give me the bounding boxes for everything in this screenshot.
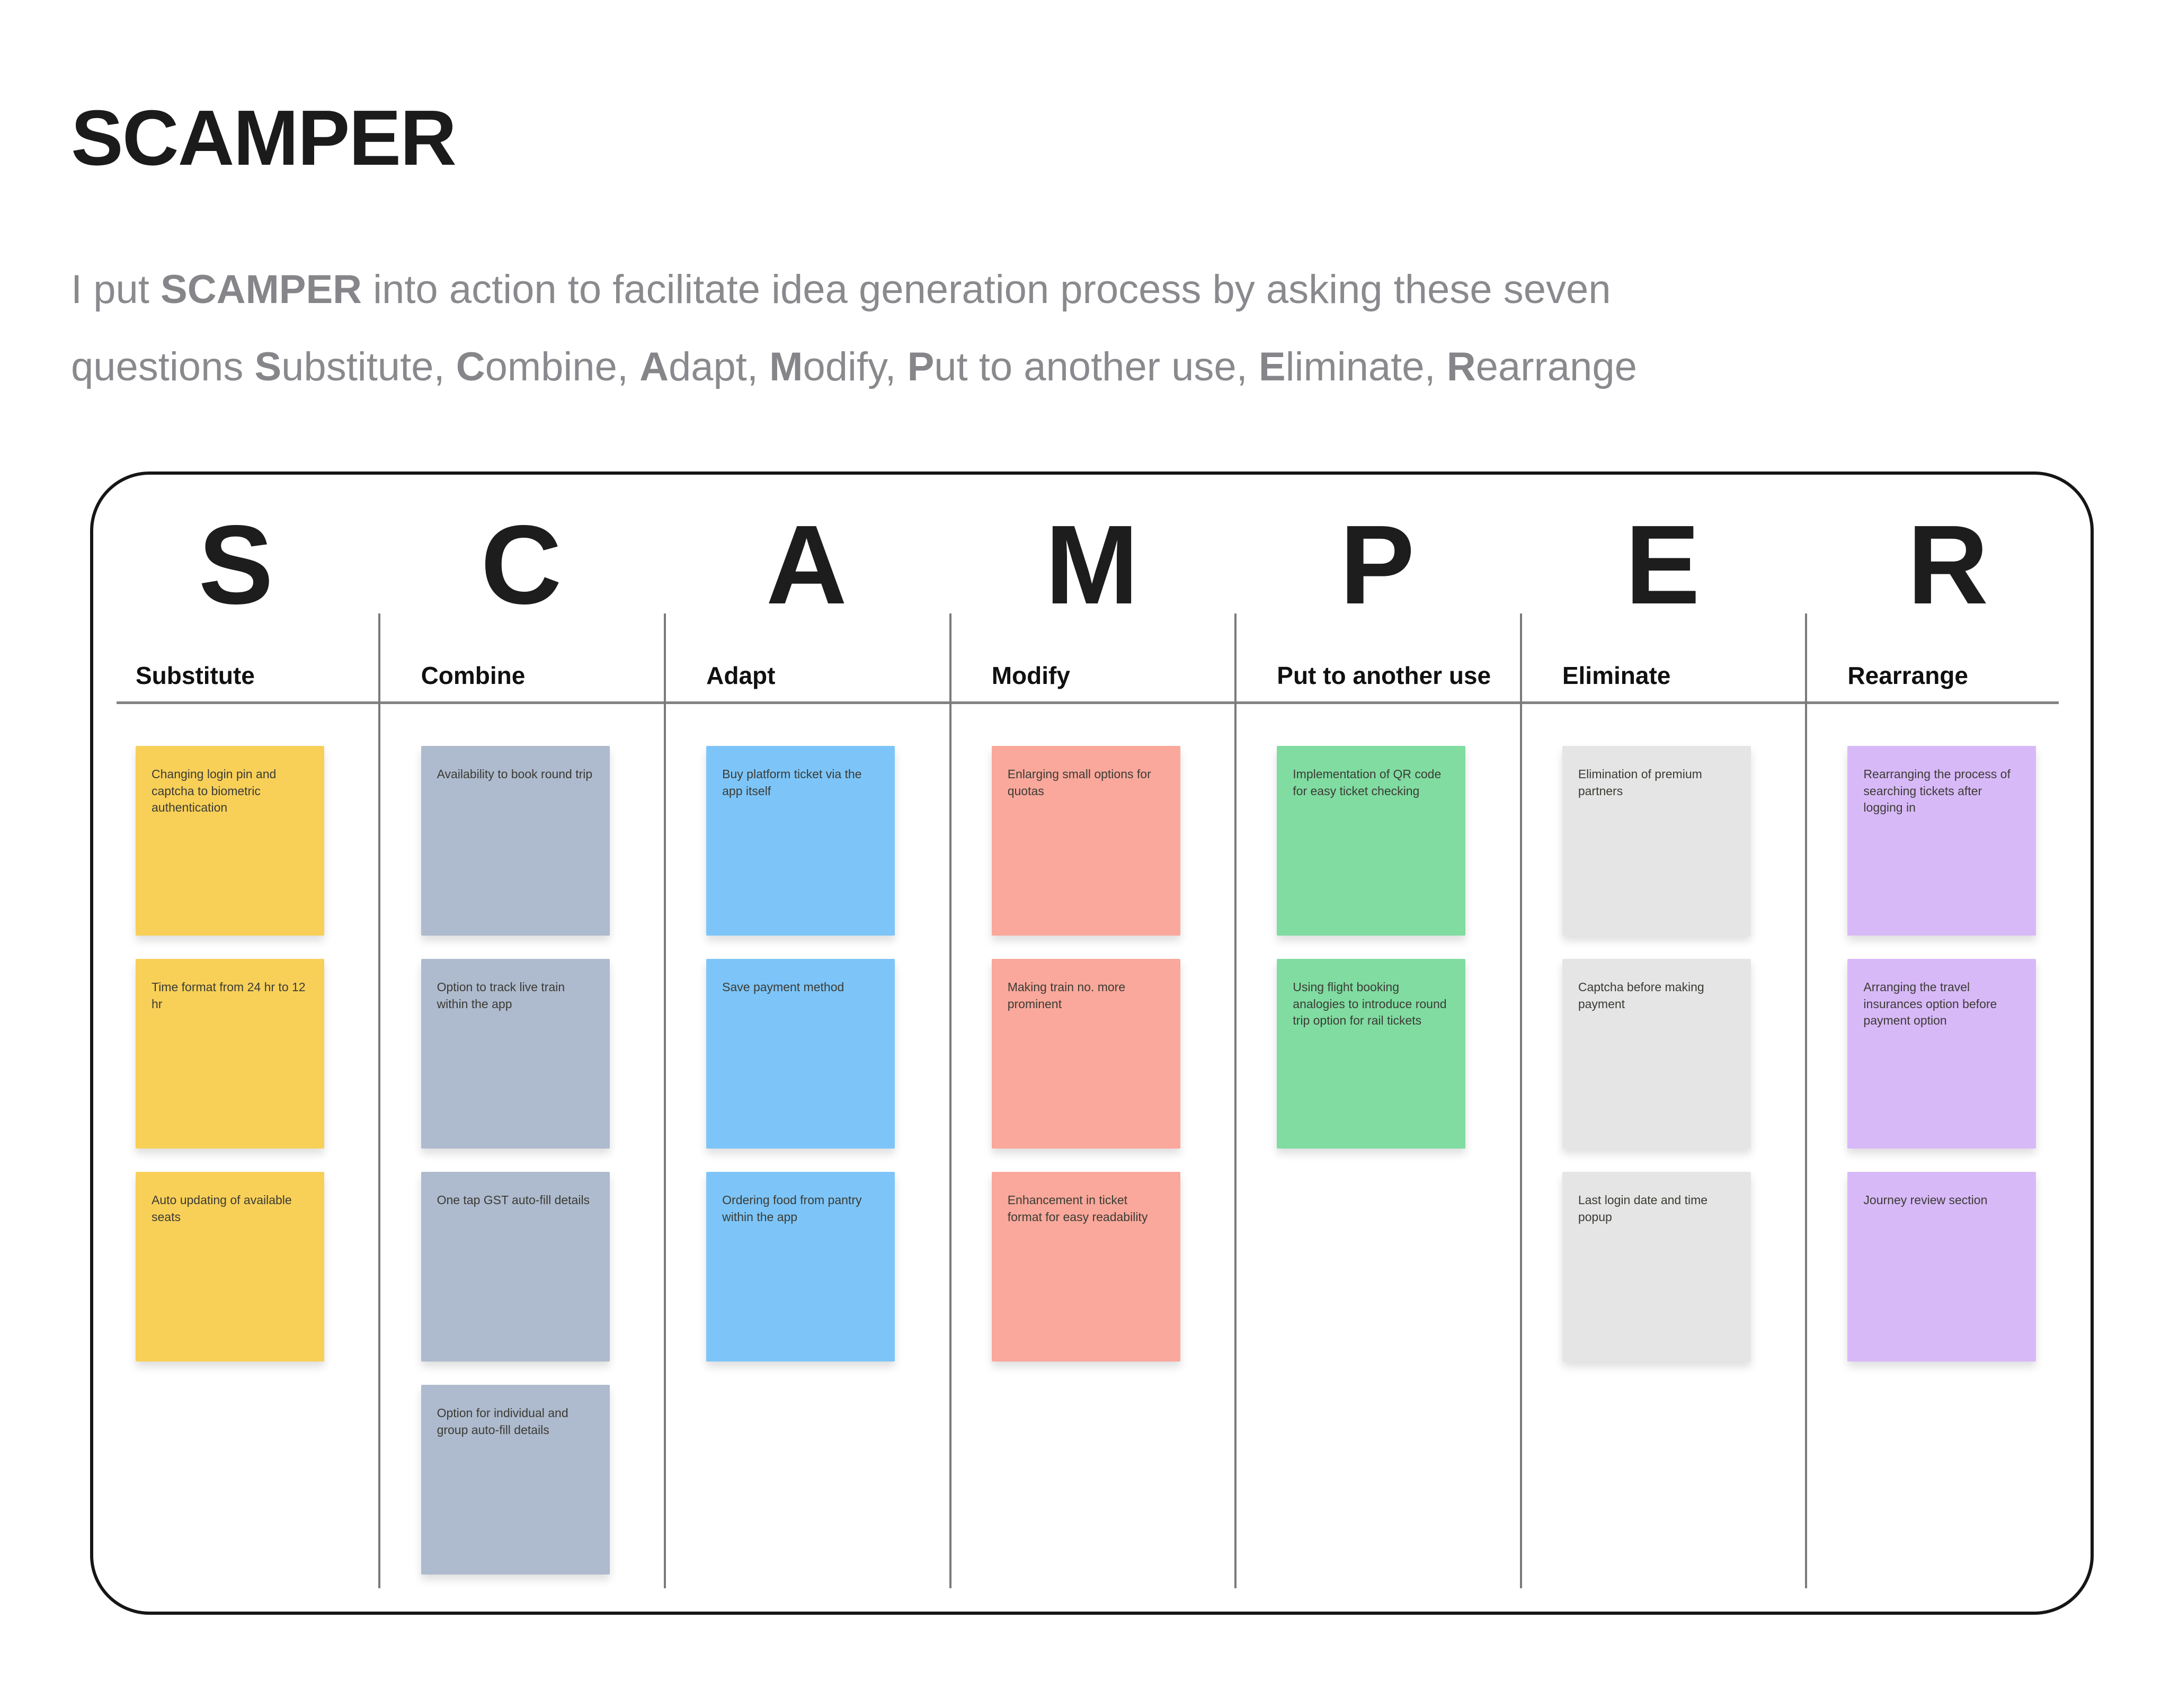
sticky-note: Save payment method	[706, 959, 895, 1149]
sticky-note: Enhancement in ticket format for easy re…	[991, 1172, 1180, 1362]
sticky-note: Changing login pin and captcha to biomet…	[136, 746, 324, 936]
letter-put-to-another-use: P	[1339, 502, 1415, 627]
sticky-note: Last login date and time popup	[1562, 1172, 1751, 1362]
sticky-note: Elimination of premium partners	[1562, 746, 1751, 936]
column-header-adapt: Adapt	[706, 662, 776, 689]
sticky-note: Ordering food from pantry within the app	[706, 1172, 895, 1362]
board-headers-row: Substitute Combine Adapt Modify Put to a…	[93, 661, 2091, 690]
sticky-note: Option to track live train within the ap…	[421, 959, 610, 1149]
letter-eliminate: E	[1625, 502, 1700, 627]
sticky-note: Journey review section	[1847, 1172, 2036, 1362]
sticky-note: Rearranging the process of searching tic…	[1847, 746, 2036, 936]
letter-modify: M	[1045, 502, 1139, 627]
column-divider	[1520, 613, 1522, 1588]
sticky-note: One tap GST auto-fill details	[421, 1172, 610, 1362]
column-header-substitute: Substitute	[136, 662, 255, 689]
sticky-note: Captcha before making payment	[1562, 959, 1751, 1149]
letter-combine: C	[481, 502, 562, 627]
column-divider	[664, 613, 666, 1588]
header-underline	[117, 701, 2059, 704]
column-divider	[1234, 613, 1237, 1588]
column-header-put-to-another-use: Put to another use	[1277, 662, 1491, 689]
sticky-note: Enlarging small options for quotas	[991, 746, 1180, 936]
scamper-board: S C A M P E R Substitute Combine Adapt M…	[90, 472, 2094, 1615]
letter-rearrange: R	[1907, 502, 1989, 627]
board-notes-row: Changing login pin and captcha to biomet…	[93, 746, 2091, 1574]
sticky-note: Making train no. more prominent	[991, 959, 1180, 1149]
sticky-note: Auto updating of available seats	[136, 1172, 324, 1362]
page-title: SCAMPER	[71, 94, 457, 182]
letter-substitute: S	[198, 502, 273, 627]
column-header-eliminate: Eliminate	[1562, 662, 1671, 689]
column-divider	[378, 613, 380, 1588]
column-divider	[1805, 613, 1807, 1588]
sticky-note: Implementation of QR code for easy ticke…	[1277, 746, 1466, 936]
board-letters-row: S C A M P E R	[93, 509, 2091, 622]
letter-adapt: A	[766, 502, 847, 627]
sticky-note: Time format from 24 hr to 12 hr	[136, 959, 324, 1149]
sticky-note: Availability to book round trip	[421, 746, 610, 936]
notes-column-put-to-another-use: Implementation of QR code for easy ticke…	[1234, 746, 1520, 1149]
sticky-note: Buy platform ticket via the app itself	[706, 746, 895, 936]
column-header-modify: Modify	[991, 662, 1070, 689]
sticky-note: Option for individual and group auto-fil…	[421, 1385, 610, 1574]
column-header-combine: Combine	[421, 662, 526, 689]
column-divider	[949, 613, 951, 1588]
column-header-rearrange: Rearrange	[1847, 662, 1968, 689]
sticky-note: Arranging the travel insurances option b…	[1847, 959, 2036, 1149]
sticky-note: Using flight booking analogies to introd…	[1277, 959, 1466, 1149]
notes-column-substitute: Changing login pin and captcha to biomet…	[93, 746, 379, 1362]
notes-column-rearrange: Rearranging the process of searching tic…	[1805, 746, 2091, 1362]
intro-paragraph: I put SCAMPER into action to facilitate …	[71, 267, 1637, 389]
